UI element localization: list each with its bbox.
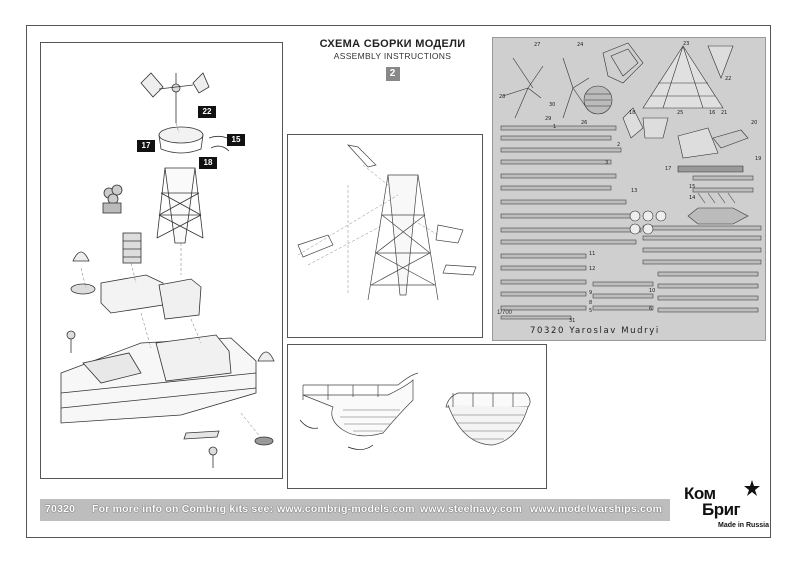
mast-detail-drawing bbox=[297, 144, 477, 301]
platform-detail-panel bbox=[287, 344, 547, 489]
pe-part-10: 10 bbox=[649, 288, 656, 294]
photo-etch-parts bbox=[500, 42, 762, 320]
pe-part-6: 6 bbox=[649, 306, 653, 312]
made-in-russia: Made in Russia bbox=[718, 522, 769, 529]
pe-part-30: 30 bbox=[549, 102, 556, 108]
main-assembly-panel bbox=[40, 42, 283, 479]
callout-part-18: 18 bbox=[199, 157, 217, 169]
pe-part-14: 14 bbox=[689, 195, 696, 201]
pe-part-11: 11 bbox=[589, 251, 596, 257]
star-icon bbox=[744, 480, 760, 496]
main-assembly-drawing bbox=[60, 72, 275, 468]
pe-part-2: 2 bbox=[617, 142, 621, 148]
footer-link-modelwarships[interactable]: www.modelwarships.com bbox=[530, 503, 663, 515]
combrig-logo: Ком Бриг Made in Russia bbox=[684, 480, 774, 534]
pe-part-19: 19 bbox=[755, 156, 762, 162]
pe-part-21: 21 bbox=[721, 110, 728, 116]
pe-part-9: 9 bbox=[589, 290, 593, 296]
callout-part-17: 17 bbox=[137, 140, 155, 152]
pe-part-8: 8 bbox=[589, 300, 593, 306]
antenna-panel-left bbox=[140, 72, 164, 98]
pe-part-5: 5 bbox=[589, 308, 593, 314]
pe-part-25: 25 bbox=[677, 110, 684, 116]
pe-part-1: 1 bbox=[553, 124, 557, 130]
pe-part-22: 22 bbox=[725, 76, 732, 82]
pe-part-27: 27 bbox=[534, 42, 541, 48]
logo-text-top: Ком bbox=[684, 484, 716, 503]
pe-part-24: 24 bbox=[577, 42, 584, 48]
callout-part-15: 15 bbox=[227, 134, 245, 146]
platform-detail-drawing bbox=[299, 372, 531, 450]
pe-part-13: 13 bbox=[631, 188, 638, 194]
pe-propeller-left bbox=[502, 57, 544, 119]
pe-part-16: 16 bbox=[709, 110, 716, 116]
pe-part-28: 28 bbox=[499, 94, 506, 100]
pe-part-12: 12 bbox=[589, 266, 596, 272]
page-number-badge: 2 bbox=[385, 67, 400, 81]
footer-link-steelnavy[interactable]: www.steelnavy.com bbox=[420, 503, 523, 515]
pe-part-15: 15 bbox=[689, 184, 696, 190]
footer-link-combrig[interactable]: www.combrig-models.com bbox=[277, 503, 415, 515]
title-english: ASSEMBLY INSTRUCTIONS bbox=[333, 51, 452, 61]
footer-bar: 70320 For more info on Combrig kits see:… bbox=[40, 499, 670, 521]
callout-part-22: 22 bbox=[198, 106, 216, 118]
pe-part-20: 20 bbox=[751, 120, 758, 126]
logo-text-bottom: Бриг bbox=[702, 500, 741, 519]
footer-kit-number: 70320 bbox=[45, 503, 76, 515]
title-block: СХЕМА СБОРКИ МОДЕЛИ ASSEMBLY INSTRUCTION… bbox=[300, 38, 485, 81]
photo-etch-fret: 27 24 23 22 28 30 29 1 26 25 18 16 21 20… bbox=[492, 37, 766, 341]
title-russian: СХЕМА СБОРКИ МОДЕЛИ bbox=[319, 38, 466, 50]
pe-part-26: 26 bbox=[581, 120, 588, 126]
pe-part-3: 3 bbox=[605, 160, 609, 166]
footer-info-text: For more info on Combrig kits see: bbox=[92, 503, 274, 515]
pe-part-29: 29 bbox=[545, 116, 552, 122]
pe-part-18: 18 bbox=[629, 110, 636, 116]
pe-part-31: 31 bbox=[569, 318, 576, 324]
pe-sheet-name: 70320 Yaroslav Mudryi bbox=[530, 326, 660, 336]
pe-scale-label: 1/700 bbox=[497, 310, 513, 316]
pe-part-23: 23 bbox=[683, 41, 690, 47]
pe-part-17: 17 bbox=[665, 166, 672, 172]
mast-detail-panel bbox=[287, 134, 483, 338]
